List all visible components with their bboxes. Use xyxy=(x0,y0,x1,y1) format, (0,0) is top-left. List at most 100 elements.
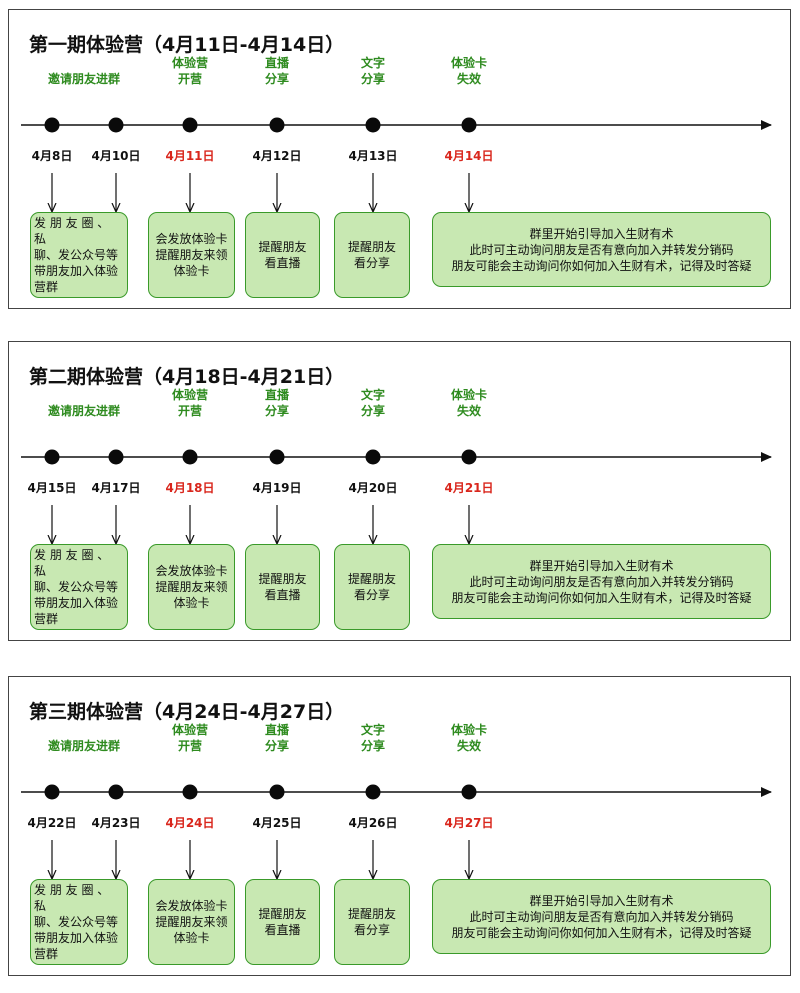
date-label: 4月26日 xyxy=(348,816,398,830)
step-box-line: 看分享 xyxy=(353,256,390,270)
step-box-line: 会发放体验卡 xyxy=(155,899,228,913)
phase-label: 邀请朋友进群 xyxy=(29,738,139,754)
panel-title: 第三期体验营（4月24日-4月27日） xyxy=(29,701,345,723)
phase-label-line: 体验卡 xyxy=(450,388,487,402)
date-label-highlight: 4月24日 xyxy=(165,816,215,830)
timeline-dot xyxy=(365,117,381,133)
phase-label-line: 体验卡 xyxy=(450,56,487,70)
step-box: 会发放体验卡提醒朋友来领体验卡 xyxy=(148,544,235,630)
date-label-highlight: 4月18日 xyxy=(165,481,215,495)
step-box-line: 会发放体验卡 xyxy=(155,232,228,246)
timeline-dot xyxy=(182,117,198,133)
step-box-text: 发 朋 友 圈 、 私聊、发公众号等带朋友加入体验营群 xyxy=(34,215,124,295)
step-box-line: 聊、发公众号等 xyxy=(34,580,119,594)
step-box-line: 提醒朋友 xyxy=(258,240,307,254)
step-box-line: 朋友可能会主动询问你如何加入生财有术，记得及时答疑 xyxy=(451,925,752,940)
timeline-dot xyxy=(182,784,198,800)
step-box-line: 看直播 xyxy=(264,588,301,602)
step-box-line: 带朋友加入体验 xyxy=(34,596,119,610)
step-box-line: 提醒朋友来领 xyxy=(155,580,228,594)
timeline-graphic xyxy=(21,784,772,977)
phase-label: 文字分享 xyxy=(318,722,428,754)
step-box-line: 看直播 xyxy=(264,256,301,270)
phase-label-line: 分享 xyxy=(360,72,385,86)
step-box-line: 提醒朋友 xyxy=(347,572,396,586)
step-box-line: 营群 xyxy=(34,612,59,626)
step-box-line: 会发放体验卡 xyxy=(155,564,228,578)
phase-label-line: 体验营 xyxy=(171,388,208,402)
step-box-line: 提醒朋友 xyxy=(347,240,396,254)
date-label: 4月25日 xyxy=(252,816,302,830)
step-box: 提醒朋友看分享 xyxy=(334,544,410,630)
step-box-text: 会发放体验卡提醒朋友来领体验卡 xyxy=(155,231,227,279)
phase-label: 直播分享 xyxy=(222,722,332,754)
timeline-dot xyxy=(269,449,285,465)
step-box-line: 群里开始引导加入生财有术 xyxy=(529,558,674,573)
camp-panel: 第三期体验营（4月24日-4月27日）邀请朋友进群体验营开营直播分享文字分享体验… xyxy=(8,676,791,976)
step-box-line: 体验卡 xyxy=(173,596,210,610)
step-box-line: 发 朋 友 圈 、 私 xyxy=(34,883,110,913)
step-box: 发 朋 友 圈 、 私聊、发公众号等带朋友加入体验营群 xyxy=(30,544,128,630)
step-box-line: 此时可主动询问朋友是否有意向加入并转发分销码 xyxy=(469,574,734,589)
step-box-text: 群里开始引导加入生财有术此时可主动询问朋友是否有意向加入并转发分销码朋友可能会主… xyxy=(451,893,751,941)
step-box-text: 提醒朋友看分享 xyxy=(348,906,396,938)
step-box-line: 群里开始引导加入生财有术 xyxy=(529,226,674,241)
step-box-line: 此时可主动询问朋友是否有意向加入并转发分销码 xyxy=(469,909,734,924)
step-box: 提醒朋友看直播 xyxy=(245,212,320,298)
step-box-line: 群里开始引导加入生财有术 xyxy=(529,893,674,908)
step-box-line: 带朋友加入体验 xyxy=(34,264,119,278)
camp-panel: 第一期体验营（4月11日-4月14日）邀请朋友进群体验营开营直播分享文字分享体验… xyxy=(8,9,791,309)
phase-label: 邀请朋友进群 xyxy=(29,71,139,87)
timeline-dot xyxy=(108,449,124,465)
step-box-line: 提醒朋友 xyxy=(258,907,307,921)
timeline-dot xyxy=(108,117,124,133)
step-box-line: 带朋友加入体验 xyxy=(34,931,119,945)
phase-label-line: 分享 xyxy=(264,739,289,753)
panel-title: 第二期体验营（4月18日-4月21日） xyxy=(29,366,345,388)
date-label: 4月17日 xyxy=(91,481,141,495)
step-box-line: 朋友可能会主动询问你如何加入生财有术，记得及时答疑 xyxy=(451,258,752,273)
phase-label-line: 体验营 xyxy=(171,56,208,70)
date-label: 4月8日 xyxy=(31,149,73,163)
timeline-dot xyxy=(269,784,285,800)
step-box-line: 提醒朋友来领 xyxy=(155,248,228,262)
date-label-highlight: 4月14日 xyxy=(444,149,494,163)
step-box: 会发放体验卡提醒朋友来领体验卡 xyxy=(148,212,235,298)
timeline-dot xyxy=(461,784,477,800)
phase-label: 邀请朋友进群 xyxy=(29,403,139,419)
step-box: 群里开始引导加入生财有术此时可主动询问朋友是否有意向加入并转发分销码朋友可能会主… xyxy=(432,544,771,619)
camp-panel: 第二期体验营（4月18日-4月21日）邀请朋友进群体验营开营直播分享文字分享体验… xyxy=(8,341,791,641)
timeline-dot xyxy=(461,449,477,465)
timeline-graphic xyxy=(21,449,772,642)
step-box-line: 提醒朋友 xyxy=(258,572,307,586)
phase-label-line: 失效 xyxy=(456,72,481,86)
step-box-line: 体验卡 xyxy=(173,931,210,945)
step-box-text: 发 朋 友 圈 、 私聊、发公众号等带朋友加入体验营群 xyxy=(34,882,124,962)
phase-label-line: 直播 xyxy=(264,723,289,737)
phase-label: 体验营开营 xyxy=(135,722,245,754)
step-box-text: 提醒朋友看直播 xyxy=(258,571,306,603)
phase-label: 体验卡失效 xyxy=(414,55,524,87)
step-box-line: 体验卡 xyxy=(173,264,210,278)
step-box-line: 朋友可能会主动询问你如何加入生财有术，记得及时答疑 xyxy=(451,590,752,605)
step-box-line: 看分享 xyxy=(353,588,390,602)
date-label-highlight: 4月11日 xyxy=(165,149,215,163)
timeline-dot xyxy=(461,117,477,133)
phase-label-line: 直播 xyxy=(264,388,289,402)
step-box-line: 聊、发公众号等 xyxy=(34,248,119,262)
phase-label-line: 开营 xyxy=(177,404,202,418)
step-box: 会发放体验卡提醒朋友来领体验卡 xyxy=(148,879,235,965)
phase-label: 直播分享 xyxy=(222,55,332,87)
date-label: 4月19日 xyxy=(252,481,302,495)
phase-label-line: 文字 xyxy=(360,56,385,70)
step-box-text: 发 朋 友 圈 、 私聊、发公众号等带朋友加入体验营群 xyxy=(34,547,124,627)
step-box-text: 提醒朋友看直播 xyxy=(258,239,306,271)
phase-label-line: 邀请朋友进群 xyxy=(47,404,120,418)
timeline-dot xyxy=(269,117,285,133)
phase-label: 体验卡失效 xyxy=(414,387,524,419)
date-label-highlight: 4月21日 xyxy=(444,481,494,495)
step-box-text: 群里开始引导加入生财有术此时可主动询问朋友是否有意向加入并转发分销码朋友可能会主… xyxy=(451,226,751,274)
step-box-line: 发 朋 友 圈 、 私 xyxy=(34,548,110,578)
phase-label: 体验营开营 xyxy=(135,387,245,419)
phase-label-line: 文字 xyxy=(360,388,385,402)
